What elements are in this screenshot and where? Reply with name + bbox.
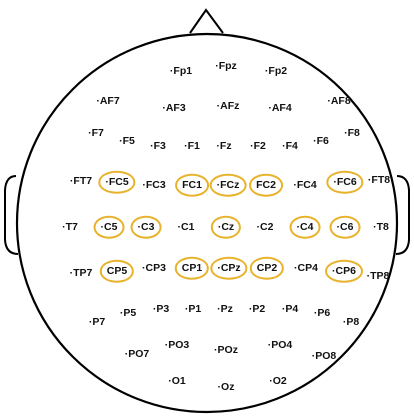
electrode-f6: ·F6 xyxy=(313,136,329,147)
electrode-po7: ·PO7 xyxy=(125,349,150,360)
electrode-o2: ·O2 xyxy=(269,376,287,387)
electrode-c1: ·C1 xyxy=(178,222,195,233)
electrode-fp1: ·Fp1 xyxy=(170,66,192,77)
electrode-af7: ·AF7 xyxy=(96,96,119,107)
electrode-poz: ·POz xyxy=(214,345,238,356)
electrode-f3: ·F3 xyxy=(150,141,166,152)
electrode-oz: ·Oz xyxy=(218,382,235,393)
electrode-c2: ·C2 xyxy=(257,222,274,233)
electrode-tp8: ·TP8 xyxy=(367,271,390,282)
electrode-f4: ·F4 xyxy=(282,141,298,152)
electrode-p6: ·P6 xyxy=(314,308,330,319)
electrode-p1: ·P1 xyxy=(185,304,201,315)
electrode-cp1: CP1 xyxy=(175,257,209,280)
right-ear-outline xyxy=(396,176,409,254)
electrode-cp6: ·CP6 xyxy=(325,260,363,283)
electrode-p2: ·P2 xyxy=(249,304,265,315)
electrode-fz: ·Fz xyxy=(216,141,231,152)
electrode-p8: ·P8 xyxy=(343,317,359,328)
electrode-p3: ·P3 xyxy=(153,304,169,315)
left-ear-outline xyxy=(5,176,18,254)
electrode-af4: ·AF4 xyxy=(268,103,291,114)
electrode-po4: ·PO4 xyxy=(268,340,293,351)
electrode-f5: ·F5 xyxy=(119,136,135,147)
electrode-cp3: ·CP3 xyxy=(142,263,166,274)
electrode-cz: ·Cz xyxy=(211,216,241,239)
electrode-af8: ·AF8 xyxy=(327,96,350,107)
electrode-tp7: ·TP7 xyxy=(70,268,93,279)
electrode-afz: ·AFz xyxy=(217,101,240,112)
electrode-fp2: ·Fp2 xyxy=(265,66,287,77)
electrode-af3: ·AF3 xyxy=(162,103,185,114)
electrode-fc3: ·FC3 xyxy=(142,180,165,191)
electrode-cp5: CP5 xyxy=(100,260,134,283)
electrode-ft7: ·FT7 xyxy=(70,176,92,187)
electrode-cpz: ·CPz xyxy=(210,257,247,280)
electrode-fc2: FC2 xyxy=(249,174,283,197)
electrode-p7: ·P7 xyxy=(89,317,105,328)
electrode-pz: ·Pz xyxy=(217,304,233,315)
electrode-f1: ·F1 xyxy=(184,141,200,152)
electrode-cp4: ·CP4 xyxy=(294,263,318,274)
electrode-fc4: ·FC4 xyxy=(293,180,316,191)
electrode-po3: ·PO3 xyxy=(165,340,190,351)
electrode-fc6: ·FC6 xyxy=(326,171,363,194)
electrode-po8: ·PO8 xyxy=(312,351,337,362)
electrode-fc5: ·FC5 xyxy=(98,171,135,194)
electrode-c4: ·C4 xyxy=(290,216,321,239)
electrode-p4: ·P4 xyxy=(282,304,298,315)
electrode-t8: ·T8 xyxy=(373,222,389,233)
electrode-c5: ·C5 xyxy=(94,216,125,239)
electrode-fpz: ·Fpz xyxy=(215,61,237,72)
electrode-t7: ·T7 xyxy=(62,222,78,233)
electrode-fc1: FC1 xyxy=(175,174,209,197)
electrode-c6: ·C6 xyxy=(330,216,361,239)
electrode-fcz: ·FCz xyxy=(210,174,247,197)
electrode-p5: ·P5 xyxy=(120,308,136,319)
electrode-cp2: CP2 xyxy=(250,257,284,280)
electrode-o1: ·O1 xyxy=(168,376,186,387)
electrode-f8: ·F8 xyxy=(344,128,360,139)
electrode-ft8: ·FT8 xyxy=(368,175,390,186)
nose-outline xyxy=(190,10,223,33)
electrode-f7: ·F7 xyxy=(88,128,104,139)
electrode-f2: ·F2 xyxy=(250,141,266,152)
electrode-c3: ·C3 xyxy=(131,216,162,239)
